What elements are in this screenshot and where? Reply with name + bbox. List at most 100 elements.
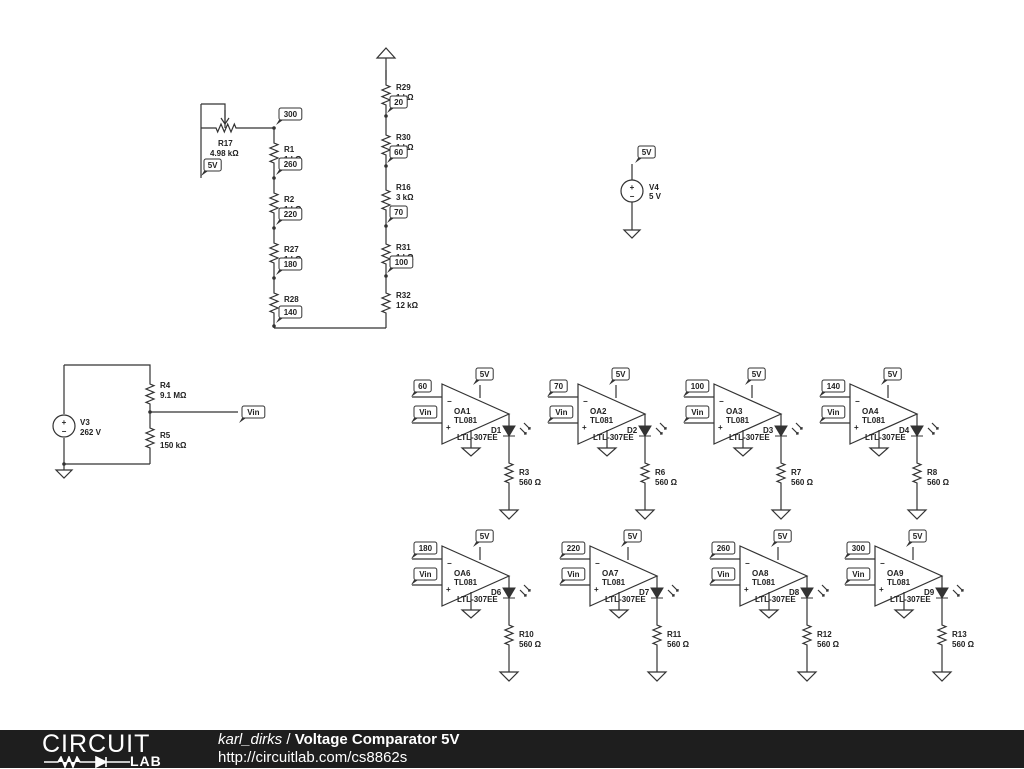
net-label-5v[interactable]: 5V xyxy=(473,367,494,385)
resistor-value: 560 Ω xyxy=(655,478,678,487)
net-label-reference[interactable]: 140 xyxy=(819,379,846,397)
net-label-pointer-icon xyxy=(276,318,283,323)
resistor-value: 150 kΩ xyxy=(160,441,187,450)
net-label-reference[interactable]: 180 xyxy=(411,541,438,559)
circuit-url-link[interactable]: http://circuitlab.com/cs8862s xyxy=(218,749,408,766)
resistor-r30[interactable]: R301 kΩ xyxy=(380,120,414,170)
net-label-vin[interactable]: Vin xyxy=(411,567,438,585)
net-label-pointer-icon xyxy=(771,542,778,547)
net-label-box xyxy=(711,541,736,555)
led-diode-icon xyxy=(650,587,664,599)
led-part: LTL-307EE xyxy=(755,595,796,604)
opamp-part: TL081 xyxy=(752,578,776,587)
net-label-vin[interactable]: Vin xyxy=(819,405,846,423)
net-label-pointer-icon xyxy=(387,108,394,113)
resistor-zigzag xyxy=(268,128,280,178)
net-label-5v[interactable]: 5V xyxy=(906,529,927,547)
op-amp-icon xyxy=(441,545,511,607)
net-label-vin[interactable]: Vin xyxy=(239,405,266,423)
net-label-pointer-icon xyxy=(709,580,716,585)
net-label-box xyxy=(413,541,438,555)
source-value: 262 V xyxy=(80,428,102,437)
net-label-box xyxy=(846,567,871,581)
net-label-5v[interactable]: 5V xyxy=(609,367,630,385)
net-label-vin[interactable]: Vin xyxy=(547,405,574,423)
net-label-5v[interactable]: 5V xyxy=(771,529,792,547)
resistor-ref: R30 xyxy=(396,133,411,142)
net-label-pointer-icon xyxy=(709,554,716,559)
net-label-5v[interactable]: 5V xyxy=(881,367,902,385)
voltage-source-v4[interactable]: 5V+−V45 V xyxy=(620,145,662,239)
resistor-r31[interactable]: R311 kΩ xyxy=(380,230,414,278)
net-label-box xyxy=(747,367,766,381)
author-link[interactable]: karl_dirks xyxy=(218,731,283,748)
circuitlab-logo[interactable]: CIRCUIT LAB xyxy=(42,731,182,769)
net-label-100[interactable]: 100 xyxy=(387,255,414,273)
net-label-reference[interactable]: 220 xyxy=(559,541,586,559)
resistor-zigzag xyxy=(380,278,392,328)
net-label-70[interactable]: 70 xyxy=(387,205,408,223)
resistor-r28[interactable]: R281 kΩ xyxy=(268,278,302,328)
net-label-180[interactable]: 180 xyxy=(276,257,303,275)
resistor-value: 560 Ω xyxy=(817,640,840,649)
net-label-pointer-icon xyxy=(547,418,554,423)
net-label-reference[interactable]: 300 xyxy=(844,541,871,559)
resistor-zigzag xyxy=(936,598,948,672)
net-label-reference[interactable]: 100 xyxy=(683,379,710,397)
net-label-box xyxy=(685,405,710,419)
net-label-140[interactable]: 140 xyxy=(276,305,303,323)
net-label-pointer-icon xyxy=(201,171,208,176)
net-label-reference[interactable]: 260 xyxy=(709,541,736,559)
plus-sign: + xyxy=(630,183,635,192)
net-label-box xyxy=(549,405,574,419)
net-label-text: 180 xyxy=(284,260,298,269)
led-part: LTL-307EE xyxy=(457,595,498,604)
net-label-box xyxy=(413,567,438,581)
net-label-box xyxy=(278,257,303,271)
net-label-5v[interactable]: 5V xyxy=(201,158,222,176)
net-label-220[interactable]: 220 xyxy=(276,207,303,225)
net-label-60[interactable]: 60 xyxy=(387,145,408,163)
net-label-pointer-icon xyxy=(387,268,394,273)
net-label-vin[interactable]: Vin xyxy=(559,567,586,585)
net-label-5v[interactable]: 5V xyxy=(635,145,656,163)
inverting-sign: − xyxy=(583,397,588,406)
net-label-20[interactable]: 20 xyxy=(387,95,408,113)
net-label-reference[interactable]: 70 xyxy=(547,379,568,397)
resistor-value: 3 kΩ xyxy=(396,193,414,202)
resistor-value: 560 Ω xyxy=(791,478,814,487)
net-label-vin[interactable]: Vin xyxy=(709,567,736,585)
net-label-box xyxy=(475,529,494,543)
net-label-vin[interactable]: Vin xyxy=(411,405,438,423)
resistor-zigzag xyxy=(911,436,923,510)
resistor-ref: R8 xyxy=(927,468,938,477)
resistor-r29[interactable]: R291 kΩ xyxy=(380,70,414,120)
net-label-vin[interactable]: Vin xyxy=(844,567,871,585)
net-label-vin[interactable]: Vin xyxy=(683,405,710,423)
net-label-box xyxy=(278,305,303,319)
net-label-300[interactable]: 300 xyxy=(276,107,303,125)
net-label-box xyxy=(711,567,736,581)
net-label-5v[interactable]: 5V xyxy=(745,367,766,385)
opamp-part: TL081 xyxy=(590,416,614,425)
net-label-5v[interactable]: 5V xyxy=(621,529,642,547)
net-label-reference[interactable]: 60 xyxy=(411,379,432,397)
net-label-5v[interactable]: 5V xyxy=(473,529,494,547)
source-ref: V4 xyxy=(649,183,659,192)
net-label-260[interactable]: 260 xyxy=(276,157,303,175)
net-label-text: 70 xyxy=(394,208,403,217)
